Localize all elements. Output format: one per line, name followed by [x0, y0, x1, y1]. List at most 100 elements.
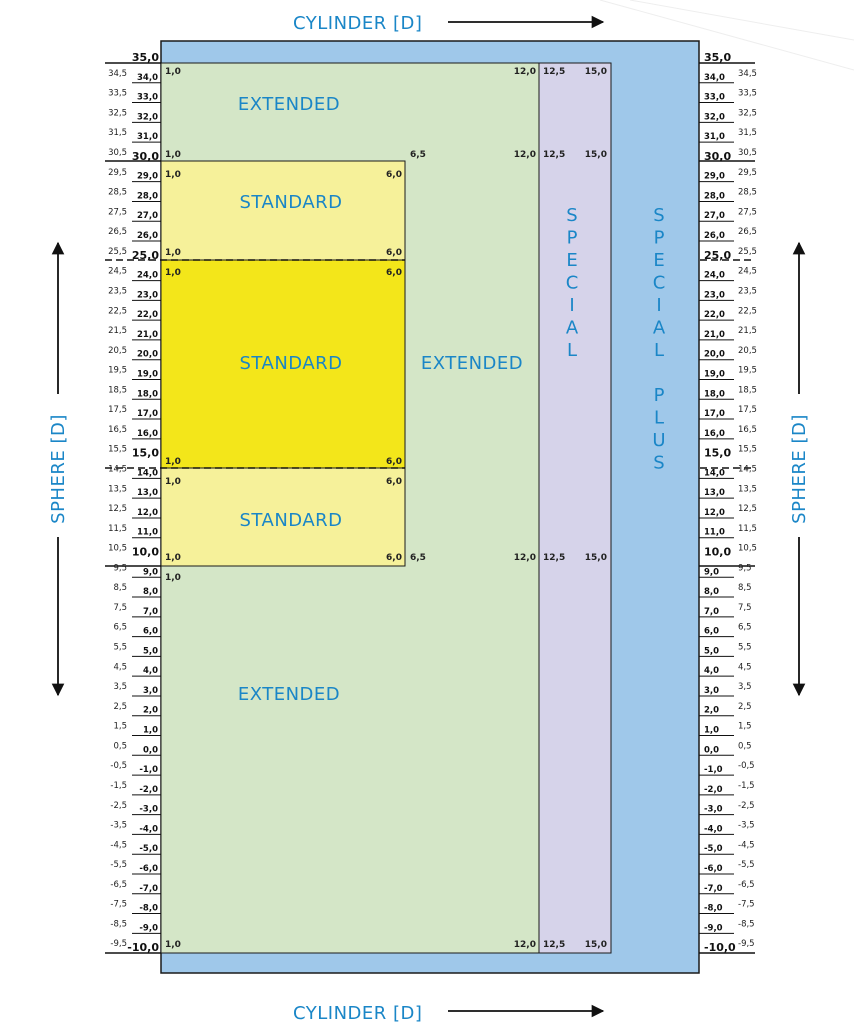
ruler-integer-label: 23,0 [137, 290, 158, 300]
ruler-half-label: 1,5 [113, 722, 127, 732]
ruler-half-label: 34,5 [738, 69, 757, 79]
special-region [538, 62, 612, 954]
ruler-major-label: 25,0 [132, 249, 159, 262]
ruler-integer-label: -6,0 [704, 864, 723, 874]
ruler-integer-label: 20,0 [137, 350, 158, 360]
ruler-integer-label: 16,0 [137, 429, 158, 439]
ruler-half-label: 16,5 [738, 425, 757, 435]
corner-label: 1,0 [165, 268, 181, 278]
corner-label: 15,0 [585, 67, 607, 77]
ruler-half-label: 4,5 [738, 662, 752, 672]
ruler-integer-label: 26,0 [704, 231, 725, 241]
ruler-integer-label: -6,0 [139, 864, 158, 874]
ruler-integer-label: -3,0 [704, 805, 723, 815]
ruler-half-label: 13,5 [108, 484, 127, 494]
ruler-half-label: 15,5 [738, 445, 757, 455]
ruler-half-label: 10,5 [108, 544, 127, 554]
ruler-integer-label: 32,0 [704, 112, 725, 122]
ruler-integer-label: 19,0 [704, 369, 725, 379]
corner-label: 1,0 [165, 553, 181, 563]
sphere-ruler-right: 34,033,032,031,029,028,027,026,024,023,0… [699, 51, 757, 954]
ruler-half-label: 33,5 [108, 89, 127, 99]
ruler-integer-label: -5,0 [139, 844, 158, 854]
ruler-major-label: 15,0 [132, 447, 159, 460]
ruler-half-label: 14,5 [108, 464, 127, 474]
ruler-integer-label: 5,0 [704, 646, 719, 656]
ruler-half-label: 24,5 [108, 267, 127, 277]
ruler-half-label: -7,5 [738, 900, 755, 910]
sphere-axis-right: SPHERE [D] [789, 241, 810, 697]
ruler-half-label: -2,5 [110, 801, 127, 811]
standard-upper-region [160, 160, 406, 261]
background-lines [599, 0, 854, 71]
ruler-major-label: 10,0 [132, 546, 159, 559]
ruler-half-label: 5,5 [738, 643, 752, 653]
ruler-half-label: 28,5 [738, 188, 757, 198]
corner-label: 1,0 [165, 940, 181, 950]
ruler-half-label: 7,5 [113, 603, 127, 613]
corner-labels: 1,0 12,0 12,5 15,0 1,0 6,5 12,0 12,5 15,… [165, 67, 607, 950]
sphere-title-left: SPHERE [D] [48, 414, 69, 524]
corner-label: 1,0 [165, 573, 181, 583]
ruler-major-label: 25,0 [704, 249, 731, 262]
ruler-half-label: 29,5 [738, 168, 757, 178]
ruler-integer-label: 3,0 [704, 686, 719, 696]
ruler-integer-label: 7,0 [704, 607, 719, 617]
ruler-integer-label: 1,0 [704, 726, 719, 736]
corner-label: 12,0 [514, 150, 536, 160]
ruler-half-label: 34,5 [108, 69, 127, 79]
ruler-half-label: -1,5 [110, 781, 127, 791]
ruler-half-label: 22,5 [108, 306, 127, 316]
ruler-integer-label: 9,0 [704, 567, 719, 577]
ruler-half-label: 9,5 [113, 563, 127, 573]
ruler-integer-label: 27,0 [137, 211, 158, 221]
ruler-half-label: 19,5 [108, 366, 127, 376]
ruler-half-label: -7,5 [110, 900, 127, 910]
corner-label: 6,0 [386, 268, 402, 278]
ruler-half-label: 23,5 [108, 286, 127, 296]
ruler-major-label: 30,0 [132, 150, 159, 163]
ruler-half-label: 33,5 [738, 89, 757, 99]
corner-label: 6,0 [386, 553, 402, 563]
ruler-integer-label: -1,0 [139, 765, 158, 775]
ruler-integer-label: 1,0 [143, 726, 158, 736]
label-standard-upper: STANDARD [239, 192, 342, 213]
ruler-integer-label: 9,0 [143, 567, 158, 577]
ruler-integer-label: 31,0 [137, 132, 158, 142]
ruler-integer-label: 2,0 [704, 706, 719, 716]
ruler-integer-label: 3,0 [143, 686, 158, 696]
cylinder-axis-bottom: CYLINDER [D] [293, 1003, 605, 1024]
cylinder-title-top: CYLINDER [D] [293, 13, 422, 34]
label-extended-middle: EXTENDED [421, 353, 523, 374]
ruler-half-label: -3,5 [738, 821, 755, 831]
ruler-integer-label: -4,0 [139, 824, 158, 834]
ruler-half-label: 19,5 [738, 366, 757, 376]
ruler-half-label: -5,5 [110, 860, 127, 870]
ruler-half-label: 6,5 [113, 623, 127, 633]
ruler-half-label: 21,5 [108, 326, 127, 336]
ruler-half-label: 11,5 [738, 524, 757, 534]
ruler-half-label: 9,5 [738, 563, 752, 573]
corner-label: 6,0 [386, 248, 402, 258]
corner-label: 1,0 [165, 457, 181, 467]
ruler-half-label: 30,5 [738, 148, 757, 158]
ruler-half-label: 16,5 [108, 425, 127, 435]
ruler-half-label: 2,5 [113, 702, 127, 712]
ruler-major-label: 15,0 [704, 447, 731, 460]
ruler-half-label: 15,5 [108, 445, 127, 455]
sphere-ruler-left: 34,033,032,031,029,028,027,026,024,023,0… [108, 51, 161, 954]
ruler-half-label: 26,5 [738, 227, 757, 237]
ruler-half-label: 27,5 [108, 207, 127, 217]
ruler-half-label: 1,5 [738, 722, 752, 732]
ruler-half-label: 32,5 [738, 108, 757, 118]
corner-label: 6,5 [410, 150, 426, 160]
ruler-half-label: -8,5 [738, 919, 755, 929]
ruler-major-label: 30,0 [704, 150, 731, 163]
ruler-integer-label: 27,0 [704, 211, 725, 221]
corner-label: 1,0 [165, 477, 181, 487]
ruler-integer-label: 22,0 [137, 310, 158, 320]
ruler-major-label: 35,0 [704, 51, 731, 64]
ruler-half-label: 23,5 [738, 286, 757, 296]
corner-label: 6,0 [386, 477, 402, 487]
